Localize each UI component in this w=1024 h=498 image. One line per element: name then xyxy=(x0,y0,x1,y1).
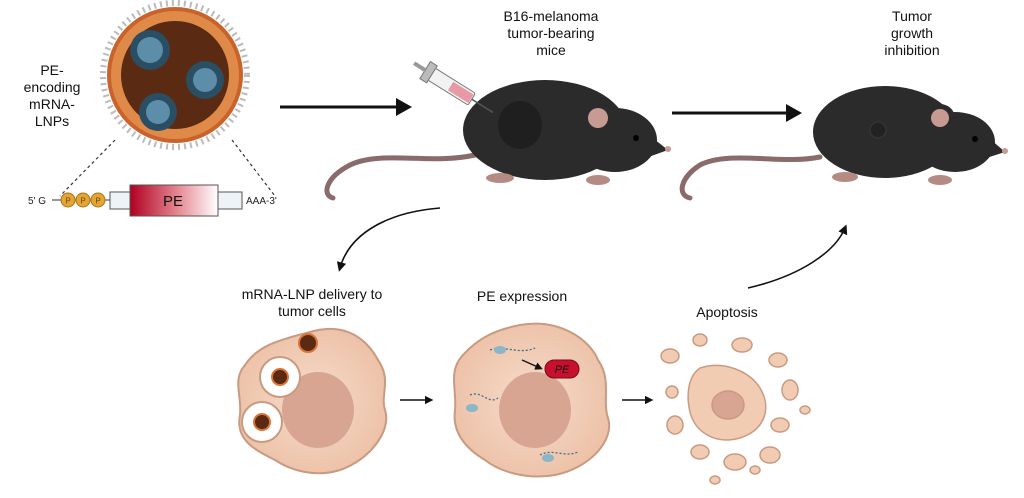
tumor-cell-expression: PE xyxy=(453,322,611,478)
pe-gene-label: PE xyxy=(163,193,183,210)
arrow-injection xyxy=(280,98,412,116)
mouse-inhibited xyxy=(679,86,1008,201)
arrow-to-inhibition xyxy=(747,224,848,289)
cap-p1: P xyxy=(65,197,70,206)
tumor-cell-delivery xyxy=(237,327,388,475)
pe-protein-label: PE xyxy=(555,364,570,376)
mouse-ear xyxy=(588,108,608,128)
pe-protein xyxy=(544,359,580,379)
zoom-line-left xyxy=(59,139,116,197)
mice-label: B16-melanoma tumor-bearing mice xyxy=(503,8,599,58)
syringe-icon xyxy=(413,60,494,114)
delivery-label: mRNA-LNP delivery to tumor cells xyxy=(241,286,383,319)
arrow-inhibition xyxy=(672,104,802,122)
mrna-core xyxy=(130,30,224,131)
mouse-ear xyxy=(931,109,949,127)
nucleus xyxy=(282,372,354,448)
cap-p2: P xyxy=(80,197,85,206)
mouse-tail xyxy=(679,154,823,201)
arrow-to-delivery xyxy=(336,207,441,272)
tumor-small xyxy=(869,121,887,139)
five-prime-label: 5' G xyxy=(28,196,46,207)
cap-p3: P xyxy=(95,197,100,206)
ribosome-mrna xyxy=(466,346,579,462)
expression-label: PE expression xyxy=(476,288,568,304)
inhibition-label: Tumor growth inhibition xyxy=(884,8,940,58)
apoptosis-label: Apoptosis xyxy=(696,304,758,320)
lnp-label: PE- encoding mRNA- LNPs xyxy=(23,62,81,129)
endosome-lnp xyxy=(241,333,318,443)
mrna-construct: P P P 5' G PE AAA-3' xyxy=(28,184,277,217)
mouse-tail xyxy=(324,152,478,201)
tumor xyxy=(498,101,542,149)
zoom-line-right xyxy=(231,139,276,197)
mouse-treated xyxy=(324,80,671,201)
three-prime-label: AAA-3' xyxy=(246,196,277,207)
apoptotic-cell xyxy=(660,333,811,485)
lnp-particle xyxy=(100,0,250,150)
nucleus xyxy=(499,372,571,448)
